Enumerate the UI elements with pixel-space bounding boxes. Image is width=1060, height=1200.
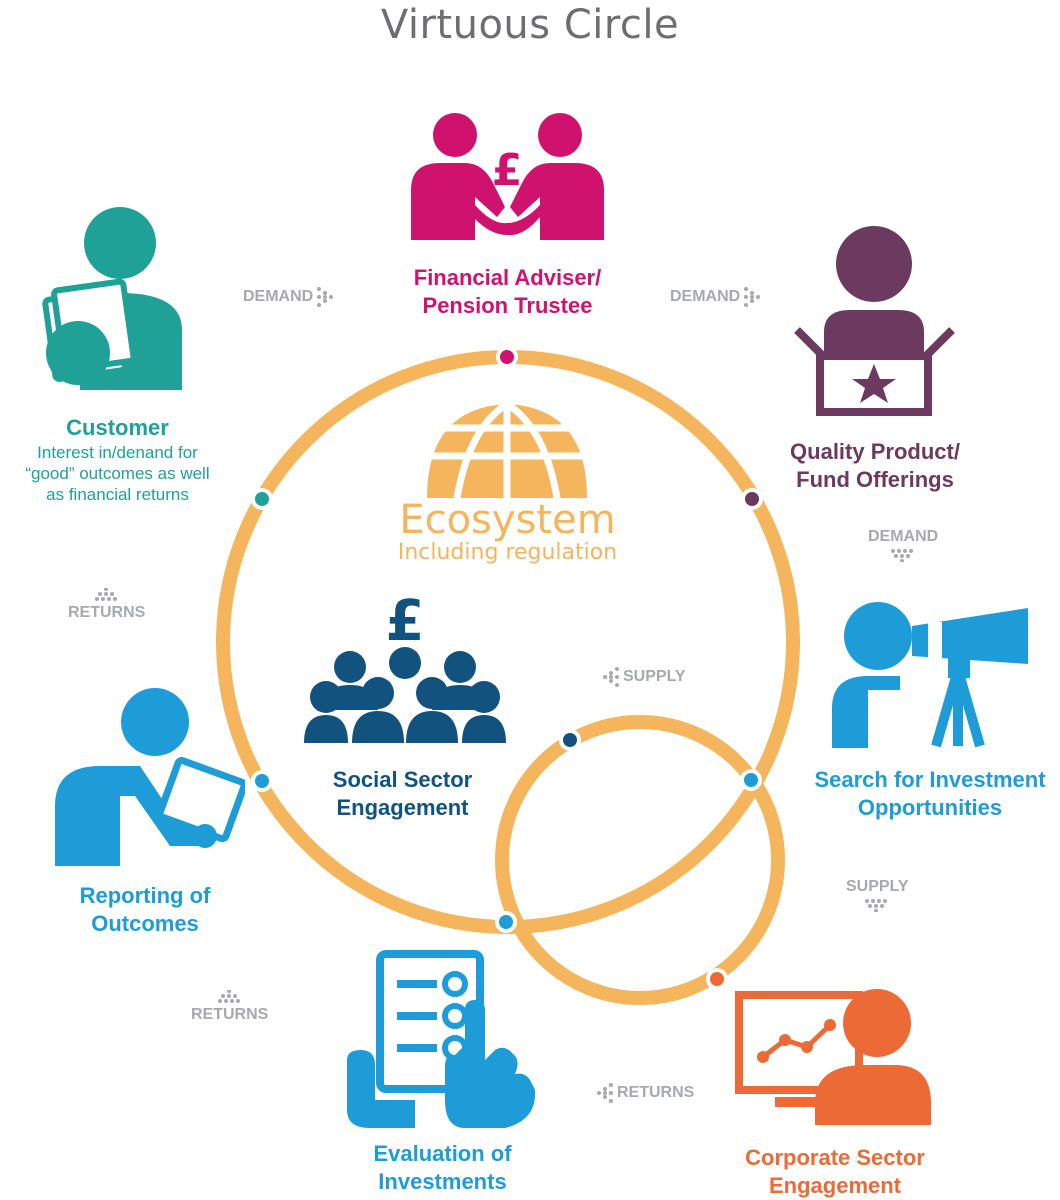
reporting-label: Reporting of Outcomes xyxy=(40,882,250,938)
reporting-label-line1: Reporting of xyxy=(79,883,211,908)
arrow-right-dots-icon xyxy=(317,287,334,307)
product-box-icon xyxy=(794,226,955,416)
flow-supply-2-text: SUPPLY xyxy=(846,878,909,895)
customer-with-money-icon xyxy=(42,207,182,390)
search-label-line2: Opportunities xyxy=(857,795,1003,820)
corporate-label-line2: Engagement xyxy=(768,1173,902,1198)
arrow-down-dots-icon xyxy=(865,899,888,912)
diagram-title: Virtuous Circle xyxy=(380,2,680,48)
corporate-label-line1: Corporate Sector xyxy=(745,1145,925,1170)
adviser-label-line1: Financial Adviser/ xyxy=(413,265,602,290)
ecosystem-title: Ecosystem xyxy=(399,497,616,543)
flow-returns-2-text: RETURNS xyxy=(191,1006,269,1023)
flow-returns-1-text: RETURNS xyxy=(68,604,146,621)
arrow-left-dots-icon xyxy=(603,667,619,687)
quality-label-line1: Quality Product/ xyxy=(790,439,960,464)
quality-label: Quality Product/ Fund Offerings xyxy=(735,438,1015,494)
customer-text: Customer Interest in/denand for “good” o… xyxy=(0,414,235,505)
evaluation-label-line1: Evaluation of xyxy=(373,1141,512,1166)
person-writing-icon xyxy=(55,688,245,866)
flow-demand-2: DEMAND xyxy=(670,286,763,308)
flow-demand-2-text: DEMAND xyxy=(670,288,741,305)
svg-text:£: £ xyxy=(386,589,425,654)
connector-dot-evaluation xyxy=(495,911,517,933)
evaluation-label-line2: Investments xyxy=(378,1169,507,1194)
connector-dot-corporate xyxy=(706,968,728,990)
handshake-icon: £ xyxy=(411,113,604,240)
tablet-checklist-icon xyxy=(347,950,536,1128)
flow-demand-3-text: DEMAND xyxy=(868,528,939,545)
search-label-line1: Search for Investment xyxy=(814,767,1046,792)
flow-supply-1: SUPPLY xyxy=(600,666,686,688)
connector-dot-customer xyxy=(251,488,273,510)
connector-dot-social xyxy=(559,729,581,751)
flow-returns-2: RETURNS xyxy=(191,990,268,1024)
customer-desc-line2: “good” outcomes as well xyxy=(25,464,210,483)
evaluation-label: Evaluation of Investments xyxy=(330,1140,555,1196)
flow-demand-1-text: DEMAND xyxy=(243,288,314,305)
telescope-person-icon xyxy=(832,602,1028,748)
svg-text:£: £ xyxy=(492,145,523,196)
social-label: Social Sector Engagement xyxy=(300,766,505,822)
community-pound-icon: £ xyxy=(304,589,506,743)
adviser-label: Financial Adviser/ Pension Trustee xyxy=(330,264,685,320)
globe-icon xyxy=(427,401,587,499)
customer-desc-line1: Interest in/denand for xyxy=(37,443,198,462)
flow-demand-1: DEMAND xyxy=(243,286,336,308)
search-label: Search for Investment Opportunities xyxy=(790,766,1060,822)
quality-label-line2: Fund Offerings xyxy=(796,467,954,492)
arrow-up-dots-icon xyxy=(94,588,117,601)
connector-dot-adviser xyxy=(496,346,518,368)
social-ring xyxy=(495,715,785,1005)
monitor-chart-person-icon xyxy=(735,989,931,1125)
corporate-label: Corporate Sector Engagement xyxy=(715,1144,955,1200)
arrow-right-dots-icon xyxy=(744,287,761,307)
connector-dot-search xyxy=(740,769,762,791)
arrow-left-dots-icon xyxy=(597,1083,613,1103)
arrow-up-dots-icon xyxy=(217,990,240,1003)
reporting-label-line2: Outcomes xyxy=(91,911,199,936)
flow-returns-1: RETURNS xyxy=(68,588,145,622)
flow-returns-3-text: RETURNS xyxy=(617,1084,695,1101)
flow-returns-3: RETURNS xyxy=(594,1082,694,1104)
social-label-line1: Social Sector xyxy=(332,767,473,792)
customer-label: Customer xyxy=(66,415,169,440)
flow-demand-3: DEMAND xyxy=(868,528,938,562)
customer-desc-line3: as financial returns xyxy=(46,485,189,504)
arrow-down-dots-icon xyxy=(891,549,914,562)
social-label-line2: Engagement xyxy=(336,795,469,820)
ecosystem-subtitle: Including regulation xyxy=(397,540,618,565)
connector-dot-quality xyxy=(741,488,763,510)
flow-supply-1-text: SUPPLY xyxy=(623,668,686,685)
connector-dot-reporting xyxy=(251,770,273,792)
adviser-label-line2: Pension Trustee xyxy=(422,293,593,318)
flow-supply-2: SUPPLY xyxy=(846,878,909,912)
